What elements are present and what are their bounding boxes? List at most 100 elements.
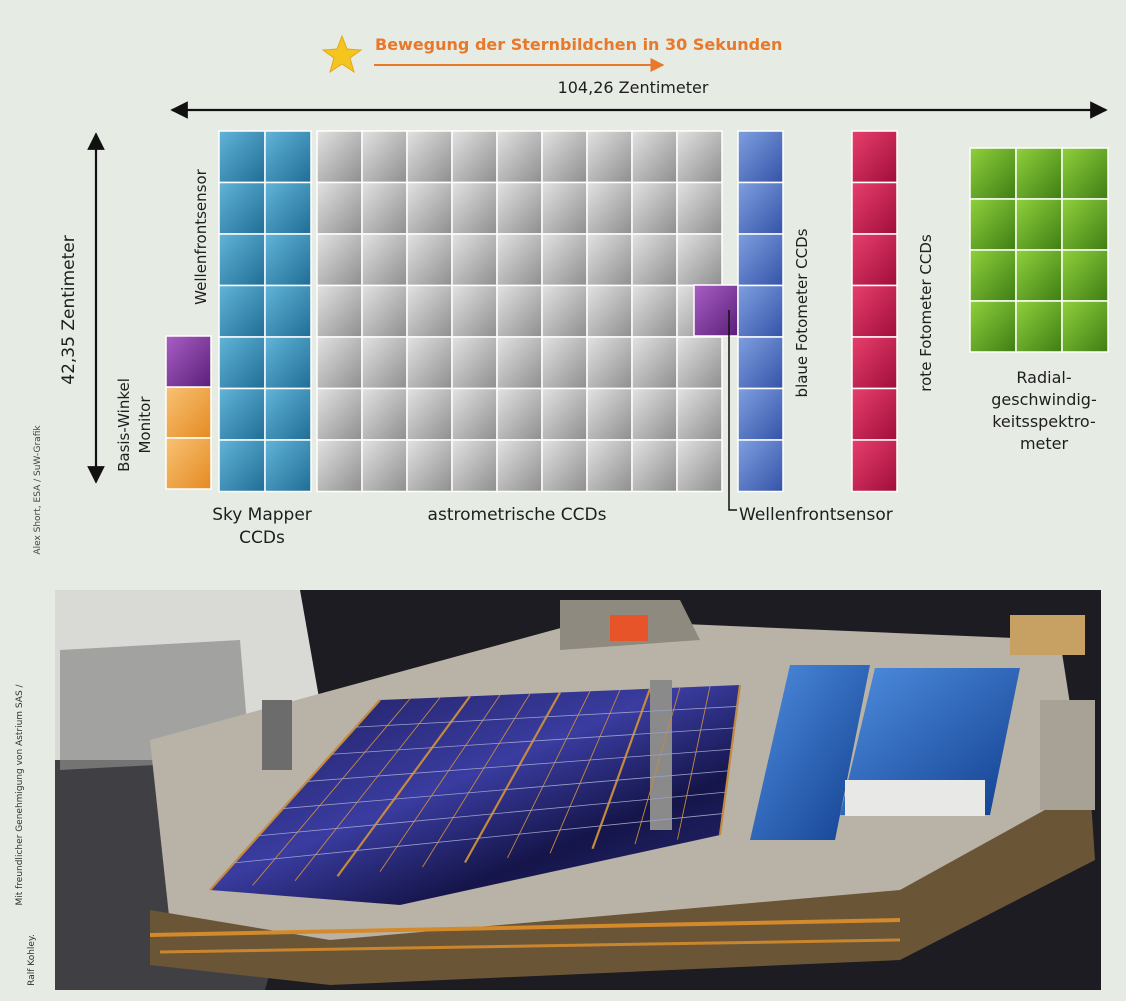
- sky-mapper-ccd: [264, 336, 312, 390]
- photo-grid-line: [677, 686, 711, 840]
- astrometric-ccd: [406, 181, 453, 235]
- astrometric-ccd: [316, 130, 363, 184]
- astrometric-ccd: [586, 233, 633, 287]
- blue-photometer-ccd: [737, 233, 784, 287]
- astrometric-label: astrometrische CCDs: [428, 505, 607, 525]
- red-photometer-ccd: [851, 181, 898, 235]
- height-label: 42,35 Zentimeter: [59, 235, 79, 384]
- photo-grid-line: [336, 695, 471, 877]
- astrometric-ccd: [586, 439, 633, 493]
- width-label: 104,26 Zentimeter: [558, 78, 709, 97]
- rvs-label-line1: Radial-: [1016, 368, 1071, 387]
- red-photometer-ccd: [851, 439, 898, 493]
- astrometric-ccd: [541, 130, 588, 184]
- rvs-ccd: [969, 300, 1017, 353]
- astrometric-ccd: [316, 336, 363, 390]
- blue-photometer-ccd: [737, 284, 784, 338]
- rvs-ccd: [1061, 198, 1109, 251]
- sky-mapper-ccd: [264, 387, 312, 441]
- basic-angle-label-line1: Basis-Winkel: [115, 378, 133, 472]
- red-photometer-label: rote Fotometer CCDs: [917, 234, 935, 392]
- astrometric-ccd: [361, 181, 408, 235]
- blue-photometer-ccd: [737, 439, 784, 493]
- astrometric-ccd: [451, 130, 498, 184]
- red-photometer-ccd: [851, 336, 898, 390]
- astrometric-ccd: [406, 439, 453, 493]
- astrometric-ccd: [361, 439, 408, 493]
- rvs-ccd: [1061, 300, 1109, 353]
- sky-mapper-ccd: [264, 439, 312, 493]
- astrometric-ccd: [586, 336, 633, 390]
- sky-mapper-ccds: [218, 130, 312, 493]
- wavefront-leader-line: [728, 310, 737, 511]
- rvs-ccd: [1061, 147, 1109, 200]
- focal-plane-photo-grid: [209, 684, 742, 891]
- sky-mapper-ccd: [218, 233, 266, 287]
- basic-angle-monitor-ccds: [165, 386, 212, 490]
- astrometric-ccd: [586, 181, 633, 235]
- red-photometer-ccd: [851, 130, 898, 184]
- astrometric-ccd: [586, 130, 633, 184]
- photo-grid-line: [282, 770, 729, 809]
- sky-mapper-ccd: [264, 284, 312, 338]
- astrometric-ccd: [451, 233, 498, 287]
- astrometric-ccd: [451, 284, 498, 338]
- photo-grid-line: [294, 697, 441, 882]
- astrometric-ccd: [496, 387, 543, 441]
- rvs-ccd: [1015, 300, 1063, 353]
- astrometric-ccd: [406, 284, 453, 338]
- astrometric-ccd: [631, 336, 678, 390]
- astrometric-ccd: [586, 284, 633, 338]
- photo-grid-line: [422, 693, 531, 868]
- wavefront-sensor-ccd: [693, 284, 739, 337]
- astrometric-ccd: [406, 336, 453, 390]
- photo-grid-line: [464, 691, 561, 864]
- astrometric-ccd: [406, 130, 453, 184]
- basic-angle-label-line2: Monitor: [136, 396, 154, 454]
- motion-title: Bewegung der Sternbildchen in 30 Sekunde…: [375, 35, 782, 54]
- astrometric-ccd: [496, 439, 543, 493]
- astrometric-ccd: [631, 387, 678, 441]
- rvs-ccd: [1015, 198, 1063, 251]
- photo-grid-line: [209, 699, 381, 891]
- rvs-ccd: [969, 249, 1017, 302]
- photo-grid-line: [718, 684, 742, 836]
- sky-mapper-label-line1: Sky Mapper: [212, 505, 312, 525]
- astrometric-ccd: [451, 181, 498, 235]
- blue-photometer-ccd: [737, 387, 784, 441]
- radial-velocity-spectrometer-ccds: [969, 147, 1109, 353]
- photo-credit-line1: Mit freundlicher Genehmigung von Astrium…: [15, 683, 25, 905]
- photo-grid-line: [331, 727, 735, 755]
- astrometric-ccd: [631, 439, 678, 493]
- rvs-ccd: [1061, 249, 1109, 302]
- astrometric-ccd: [631, 284, 678, 338]
- diagram-credit: Alex Short, ESA / SuW-Grafik: [33, 425, 43, 555]
- photo-grid-line: [379, 694, 501, 872]
- sky-mapper-ccd: [218, 130, 266, 184]
- sky-mapper-label-line2: CCDs: [239, 528, 285, 548]
- sky-mapper-ccd: [218, 439, 266, 493]
- photo-grid-line: [549, 689, 621, 854]
- astrometric-ccd: [496, 233, 543, 287]
- photo-grid-line: [234, 813, 723, 864]
- astrometric-ccd: [316, 233, 363, 287]
- red-photometer-ccd: [851, 233, 898, 287]
- rvs-ccd: [1015, 147, 1063, 200]
- astrometric-ccds: [316, 130, 723, 493]
- rvs-label-line3: keitsspektro-: [992, 412, 1096, 431]
- basic-angle-monitor-ccd: [165, 386, 212, 439]
- astrometric-ccd: [316, 284, 363, 338]
- astrometric-ccd: [316, 387, 363, 441]
- astrometric-ccd: [406, 387, 453, 441]
- wavefront-sensor-ccd: [165, 335, 212, 388]
- astrometric-ccd: [496, 284, 543, 338]
- astrometric-ccd: [451, 439, 498, 493]
- astrometric-ccd: [406, 233, 453, 287]
- sky-mapper-ccd: [264, 130, 312, 184]
- star-icon: [321, 34, 363, 74]
- astrometric-ccd: [676, 233, 723, 287]
- photo-grid-line: [355, 706, 738, 728]
- astrometric-ccd: [586, 387, 633, 441]
- blue-photometer-ccd: [737, 336, 784, 390]
